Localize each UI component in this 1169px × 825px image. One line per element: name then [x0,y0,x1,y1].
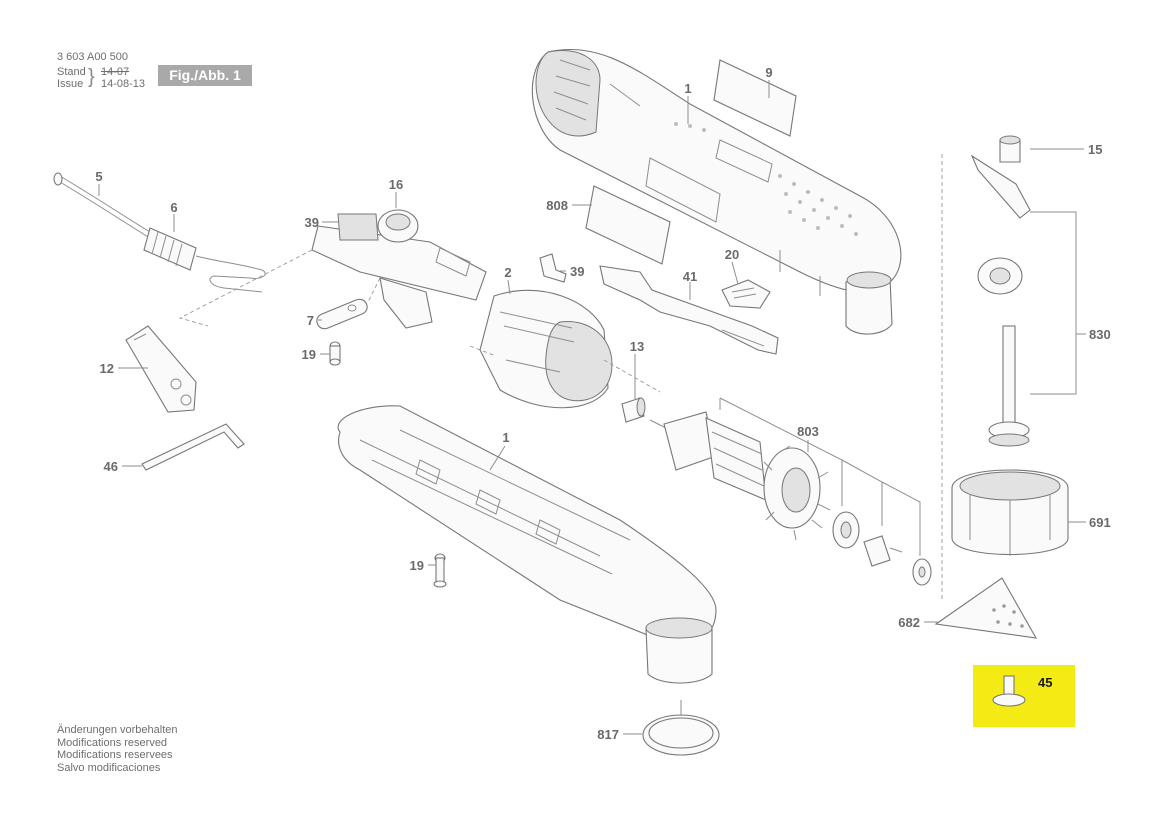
housing-bottom-shell [337,405,717,684]
bracket-830 [1030,211,1077,395]
bracket-803 [719,397,921,556]
label-plate-808 [585,185,671,265]
callout-9: 9 [765,65,772,80]
callout-691: 691 [1089,515,1111,530]
callout-682: 682 [898,615,920,630]
callout-817: 817 [597,727,619,742]
callout-7: 7 [307,313,314,328]
bearing-830 [977,257,1023,295]
note-en: Modifications reserved [57,736,168,749]
note-es: Salvo modificaciones [57,761,161,774]
washer-803c [912,558,932,586]
callout-1-bottom: 1 [502,430,509,445]
callout-19-a: 19 [302,347,316,362]
callout-46: 46 [104,459,118,474]
callout-39-a: 39 [305,215,319,230]
stator [469,289,661,409]
label-plate-9 [713,59,797,137]
callout-1-top: 1 [684,81,691,96]
callout-39-b: 39 [570,264,584,279]
callout-808: 808 [546,198,568,213]
callout-45: 45 [1038,675,1052,690]
ring-817 [642,714,720,756]
power-cable [53,172,266,293]
armature [649,411,831,541]
brace-icon: } [88,66,95,88]
callout-20: 20 [725,247,739,262]
callout-15: 15 [1088,142,1102,157]
bushing-803b [863,535,903,567]
note-de: Änderungen vorbehalten [57,724,178,736]
callout-13: 13 [630,339,644,354]
bearing-13 [621,397,646,423]
switch-module [178,209,487,329]
brush-holder-39 [539,253,567,283]
stand-label: Stand [57,66,86,78]
slider-41 [599,265,779,355]
switch-button-20 [721,279,771,309]
modification-notes: Änderungen vorbehalten Modifications res… [57,724,177,774]
screw-19-small [329,341,341,366]
highlight-box [973,665,1075,727]
screw-19-long [433,553,447,588]
callout-2: 2 [504,265,511,280]
note-fr: Modifications reservees [57,749,173,761]
callout-12: 12 [100,361,114,376]
housing-top-shell [531,48,902,335]
spindle-830 [988,325,1030,447]
screw-45 [992,675,1026,707]
callout-19-b: 19 [410,558,424,573]
document-number: 3 603 A00 500 [57,51,128,63]
bracket-7 [316,298,368,330]
callout-6: 6 [170,200,177,215]
leader-lines [98,80,1086,735]
callout-5: 5 [95,169,102,184]
issue-label: Issue [57,78,84,90]
allen-key-46 [141,423,245,471]
sanding-pad-682 [934,577,1038,639]
callout-16: 16 [389,177,403,192]
protective-plate-12 [125,325,197,413]
callout-830: 830 [1089,327,1111,342]
stand-date: 14-07 [101,66,130,78]
callout-803: 803 [797,424,819,439]
bearing-803a [832,511,860,549]
callout-41: 41 [683,269,697,284]
clamp-lever-15 [970,135,1031,219]
issue-date: 14-08-13 [101,78,146,90]
figure-label: Fig./Abb. 1 [158,65,252,86]
gear-housing-691 [951,469,1069,556]
callout-labels: 1 9 15 5 16 808 6 39 39 20 2 41 830 7 19… [95,65,1110,742]
